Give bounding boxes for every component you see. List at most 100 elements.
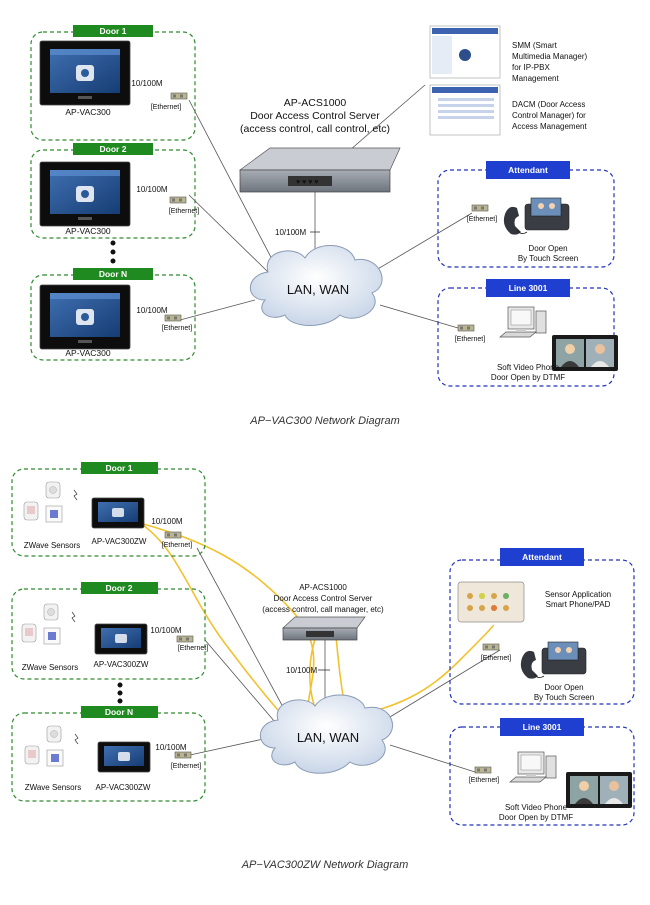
svg-text:for IP-PBX: for IP-PBX <box>512 63 550 72</box>
d1-door-1-device: AP-VAC300 <box>65 107 110 117</box>
d2-cloud: LAN, WAN <box>259 694 393 774</box>
d1-door-n-speed: 10/100M <box>136 306 167 315</box>
d1-door-2-header: Door 2 <box>100 144 127 154</box>
d1-dacm-thumbnail <box>429 84 501 136</box>
d2-line3001-ethernet-icon <box>474 766 492 774</box>
d1-cloud: LAN, WAN <box>249 245 383 326</box>
d1-door-2-ethernet: [Ethernet] <box>169 208 199 215</box>
d2-door-2-sensors-icon <box>21 603 76 645</box>
d1-door-n-panel <box>39 284 131 350</box>
d1-attendant-line1: Door Open <box>528 244 567 253</box>
d1-server-line3: (access control, call control, etc) <box>240 123 390 135</box>
d1-door-2-panel <box>39 161 131 227</box>
d2-attendant-tablet <box>457 581 525 623</box>
d1-line3001-ethernet-icon <box>457 324 475 332</box>
d2-attendant-app2: Smart Phone/PAD <box>546 600 611 609</box>
d2-door-2-sensors: ZWave Sensors <box>22 663 79 672</box>
d2-door-2-ethernet-icon <box>176 635 194 643</box>
d2-server-line1: AP-ACS1000 <box>299 583 347 592</box>
d2-door-n-header: Door N <box>105 707 133 717</box>
d2-door-1-header: Door 1 <box>106 463 133 473</box>
d1-attendant-phone <box>503 197 570 236</box>
d2-attendant-app1: Sensor Application <box>545 590 611 599</box>
d2-door-n-speed: 10/100M <box>155 743 186 752</box>
d1-line3001-video <box>552 335 618 371</box>
d2-caption: AP−VAC300ZW Network Diagram <box>241 859 409 871</box>
d2-attendant-ethernet-icon <box>482 643 500 651</box>
d2-attendant-phone <box>520 641 587 680</box>
d1-line3001-line1: Soft Video Phone <box>497 363 560 372</box>
d1-smm-thumbnail <box>429 25 501 79</box>
svg-text:Management: Management <box>512 74 559 83</box>
d1-network-label: LAN, WAN <box>287 282 349 297</box>
d1-smm-text: SMM (Smart Multimedia Manager) for IP-PB… <box>512 41 587 83</box>
svg-text:Control Manager) for: Control Manager) for <box>512 111 586 120</box>
d2-server-box <box>282 616 366 629</box>
d2-attendant-header: Attendant <box>522 552 562 562</box>
d1-door-2-speed: 10/100M <box>136 185 167 194</box>
d2-line3001-line2: Door Open by DTMF <box>499 813 573 822</box>
d1-door-2-device: AP-VAC300 <box>65 226 110 236</box>
svg-text:Multimedia Manager): Multimedia Manager) <box>512 52 587 61</box>
d2-line3001-ethernet: [Ethernet] <box>469 777 499 784</box>
d2-line3001-video <box>566 772 632 808</box>
d2-door-1-sensors-icon <box>23 481 78 523</box>
d2-door-2-header: Door 2 <box>106 583 133 593</box>
d2-attendant-group: Attendant Sensor Application Smart Phone… <box>449 548 635 705</box>
d2-door-2-panel <box>94 623 148 655</box>
d1-attendant-group: Attendant [Ethernet] Door Open By Touch … <box>437 161 615 268</box>
d2-attendant-line1: Door Open <box>544 683 583 692</box>
d2-server-line3: (access control, call manager, etc) <box>262 605 384 614</box>
d1-attendant-ethernet-icon <box>471 204 489 212</box>
d1-door-n-group: Door N AP-VAC300 10/100M [Ethernet] <box>30 268 196 361</box>
d1-attendant-header: Attendant <box>508 165 548 175</box>
d2-network-label: LAN, WAN <box>297 730 359 745</box>
d1-server-group: AP-ACS1000 Door Access Control Server (a… <box>238 97 401 193</box>
d2-line3001-pc <box>509 751 557 783</box>
d1-door-n-header: Door N <box>99 269 127 279</box>
d2-door-n-sensors-icon <box>24 725 79 767</box>
d1-door-1-speed: 10/100M <box>131 79 162 88</box>
svg-text:DACM (Door Access: DACM (Door Access <box>512 100 585 109</box>
d2-door-1-speed: 10/100M <box>151 517 182 526</box>
d1-door-n-ethernet: [Ethernet] <box>162 325 192 332</box>
d1-dacm-text: DACM (Door Access Control Manager) for A… <box>512 100 587 131</box>
d2-server-line2: Door Access Control Server <box>274 594 373 603</box>
d1-door-1-ethernet-icon <box>170 92 188 100</box>
d1-server-box <box>238 147 401 171</box>
d2-line3001-group: Line 3001 [Ethernet] Soft Video Phone Do… <box>449 718 635 826</box>
d1-door-2-ethernet-icon <box>169 196 187 204</box>
d1-door-1-header: Door 1 <box>100 26 127 36</box>
d2-attendant-line2: By Touch Screen <box>534 693 594 702</box>
d1-line3001-header: Line 3001 <box>509 283 548 293</box>
d1-server-speed: 10/100M <box>275 228 306 237</box>
d1-line3001-group: Line 3001 [Ethernet] Soft Video Phone Do… <box>437 279 618 387</box>
d1-line3001-line2: Door Open by DTMF <box>491 373 565 382</box>
d2-door-1-group: Door 1 ZWave Sensors AP-VAC300ZW 10/100M… <box>11 462 206 557</box>
d2-door-2-device: AP-VAC300ZW <box>94 660 149 669</box>
d2-attendant-ethernet: [Ethernet] <box>481 655 511 662</box>
d2-door-1-panel <box>91 497 145 529</box>
d2-door-1-device: AP-VAC300ZW <box>92 537 147 546</box>
d1-attendant-ethernet: [Ethernet] <box>467 216 497 223</box>
d1-connection-lines <box>179 84 473 329</box>
svg-text:SMM (Smart: SMM (Smart <box>512 41 558 50</box>
d2-door-n-ethernet: [Ethernet] <box>171 763 201 770</box>
d2-door-1-ethernet-icon <box>164 531 182 539</box>
d1-ellipsis-dots <box>110 240 116 264</box>
d1-door-1-group: Door 1 AP-VAC300 10/100M [Ethernet] <box>30 25 196 141</box>
d2-door-1-sensors: ZWave Sensors <box>24 541 81 550</box>
d2-door-2-group: Door 2 ZWave Sensors AP-VAC300ZW 10/100M… <box>11 582 208 680</box>
svg-text:♥ ♥ ♥ ♥: ♥ ♥ ♥ ♥ <box>296 179 318 186</box>
d1-door-2-group: Door 2 AP-VAC300 10/100M [Ethernet] <box>30 143 199 239</box>
d2-server-speed: 10/100M <box>286 666 317 675</box>
d1-door-1-panel <box>39 40 131 106</box>
d1-line3001-ethernet: [Ethernet] <box>455 336 485 343</box>
d1-server-line1: AP-ACS1000 <box>284 97 347 109</box>
d1-line3001-pc <box>499 306 547 338</box>
d2-door-1-ethernet: [Ethernet] <box>162 542 192 549</box>
d1-attendant-line2: By Touch Screen <box>518 254 578 263</box>
d1-door-n-ethernet-icon <box>164 314 182 322</box>
d2-server-group: AP-ACS1000 Door Access Control Server (a… <box>262 583 384 641</box>
d2-door-2-ethernet: [Ethernet] <box>178 645 208 652</box>
